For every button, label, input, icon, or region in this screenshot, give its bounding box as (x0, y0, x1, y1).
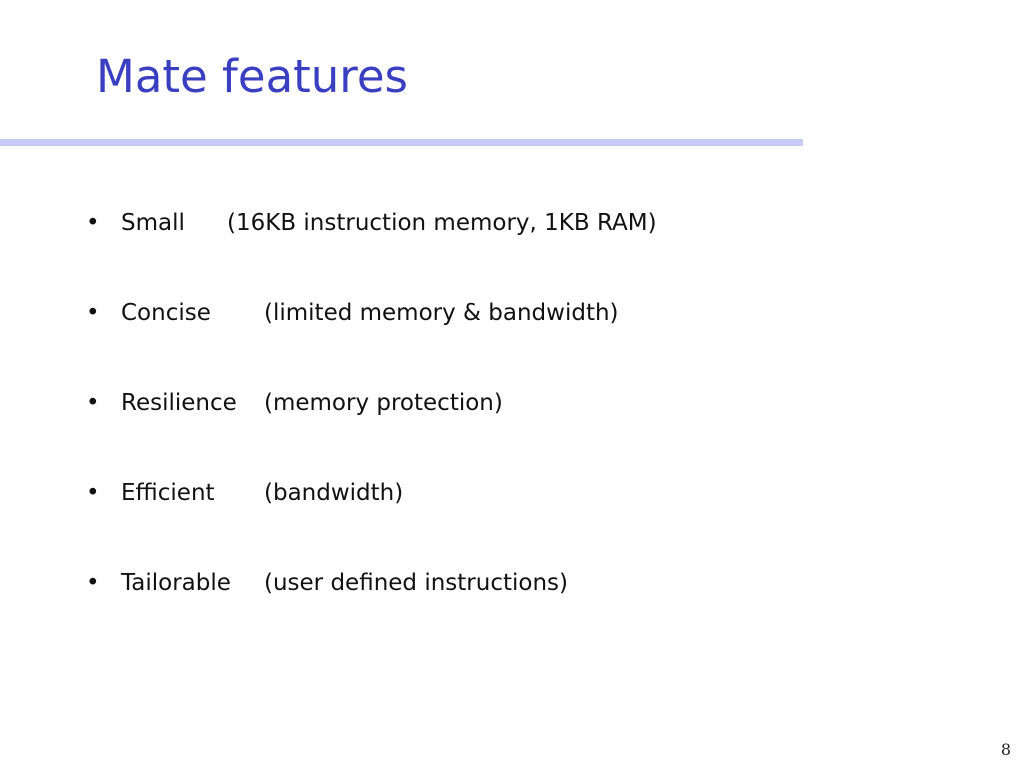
slide-title: Mate features (96, 50, 408, 103)
feature-description: (bandwidth) (264, 480, 404, 506)
title-divider (0, 139, 803, 146)
page-number: 8 (1000, 740, 1011, 759)
bullet-icon: • (86, 300, 100, 326)
feature-description: (16KB instruction memory, 1KB RAM) (227, 210, 657, 236)
feature-term: Tailorable (121, 570, 231, 596)
bullet-icon: • (86, 570, 100, 596)
feature-term: Resilience (121, 390, 237, 416)
bullet-icon: • (86, 390, 100, 416)
feature-description: (user defined instructions) (264, 570, 568, 596)
feature-term: Concise (121, 300, 211, 326)
bullet-icon: • (86, 480, 100, 506)
feature-description: (memory protection) (264, 390, 503, 416)
feature-description: (limited memory & bandwidth) (264, 300, 619, 326)
feature-term: Small (121, 210, 185, 236)
bullet-icon: • (86, 210, 100, 236)
feature-term: Efficient (121, 480, 215, 506)
